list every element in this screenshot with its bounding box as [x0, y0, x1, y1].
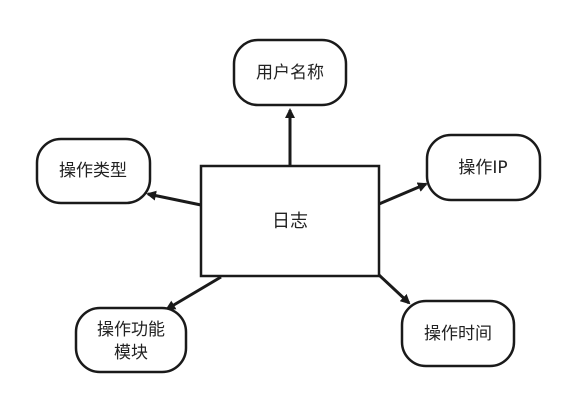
attribute-op-time[interactable]: 操作时间: [400, 299, 516, 368]
attribute-op-time-box: [400, 299, 516, 368]
entity-log-box: [199, 164, 381, 278]
attribute-op-module[interactable]: 操作功能 模块: [74, 306, 188, 374]
attribute-username-label: 用户名称: [256, 63, 324, 83]
edge-to-op-time: [377, 273, 411, 305]
edge-to-op-ip: [378, 182, 428, 206]
entity-log-label: 日志: [272, 211, 308, 232]
edge-to-op-type: [146, 190, 202, 207]
attribute-op-type-box: [35, 137, 152, 205]
attribute-username-box: [232, 38, 348, 107]
attribute-op-ip[interactable]: 操作IP: [425, 133, 542, 202]
attribute-op-ip-label: 操作IP: [458, 158, 507, 178]
entity-log[interactable]: 日志: [199, 164, 381, 278]
attribute-op-ip-box: [425, 133, 542, 202]
attribute-op-time-label: 操作时间: [424, 324, 492, 344]
attribute-op-module-box: [74, 306, 188, 374]
attribute-op-module-label-line2: 模块: [114, 343, 148, 363]
attribute-op-module-label-line1: 操作功能: [97, 320, 165, 340]
attribute-op-type-label: 操作类型: [59, 161, 127, 181]
attribute-op-type[interactable]: 操作类型: [35, 137, 152, 205]
edge-to-op-module: [165, 275, 222, 311]
attribute-username[interactable]: 用户名称: [232, 38, 348, 107]
